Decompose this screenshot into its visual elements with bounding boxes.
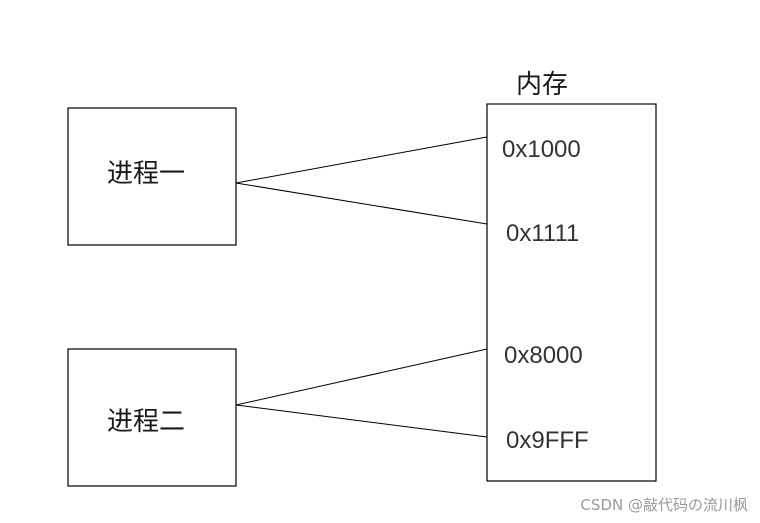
process-one-label: 进程一 — [107, 159, 185, 189]
line-process-one-to-0x1000 — [235, 136, 488, 184]
watermark-text: CSDN @敲代码の流川枫 — [580, 496, 748, 514]
memory-address-2: 0x1111 — [506, 220, 579, 247]
mapping-lines — [235, 136, 488, 438]
process-two-box — [67, 348, 237, 487]
process-two-label: 进程二 — [107, 407, 185, 437]
memory-title: 内存 — [516, 70, 568, 100]
line-process-one-to-0x1111 — [235, 182, 488, 225]
process-one: 进程一 — [67, 107, 237, 246]
process-two: 进程二 — [67, 348, 237, 487]
memory-block: 内存 0x1000 0x1111 0x8000 0x9FFF — [486, 70, 657, 482]
memory-address-4: 0x9FFF — [506, 427, 589, 454]
process-one-box — [67, 107, 237, 246]
memory-box — [486, 103, 657, 482]
line-process-two-to-0x8000 — [235, 348, 488, 406]
memory-address-3: 0x8000 — [504, 342, 583, 369]
memory-address-1: 0x1000 — [502, 136, 581, 163]
line-process-two-to-0x9FFF — [235, 404, 488, 438]
